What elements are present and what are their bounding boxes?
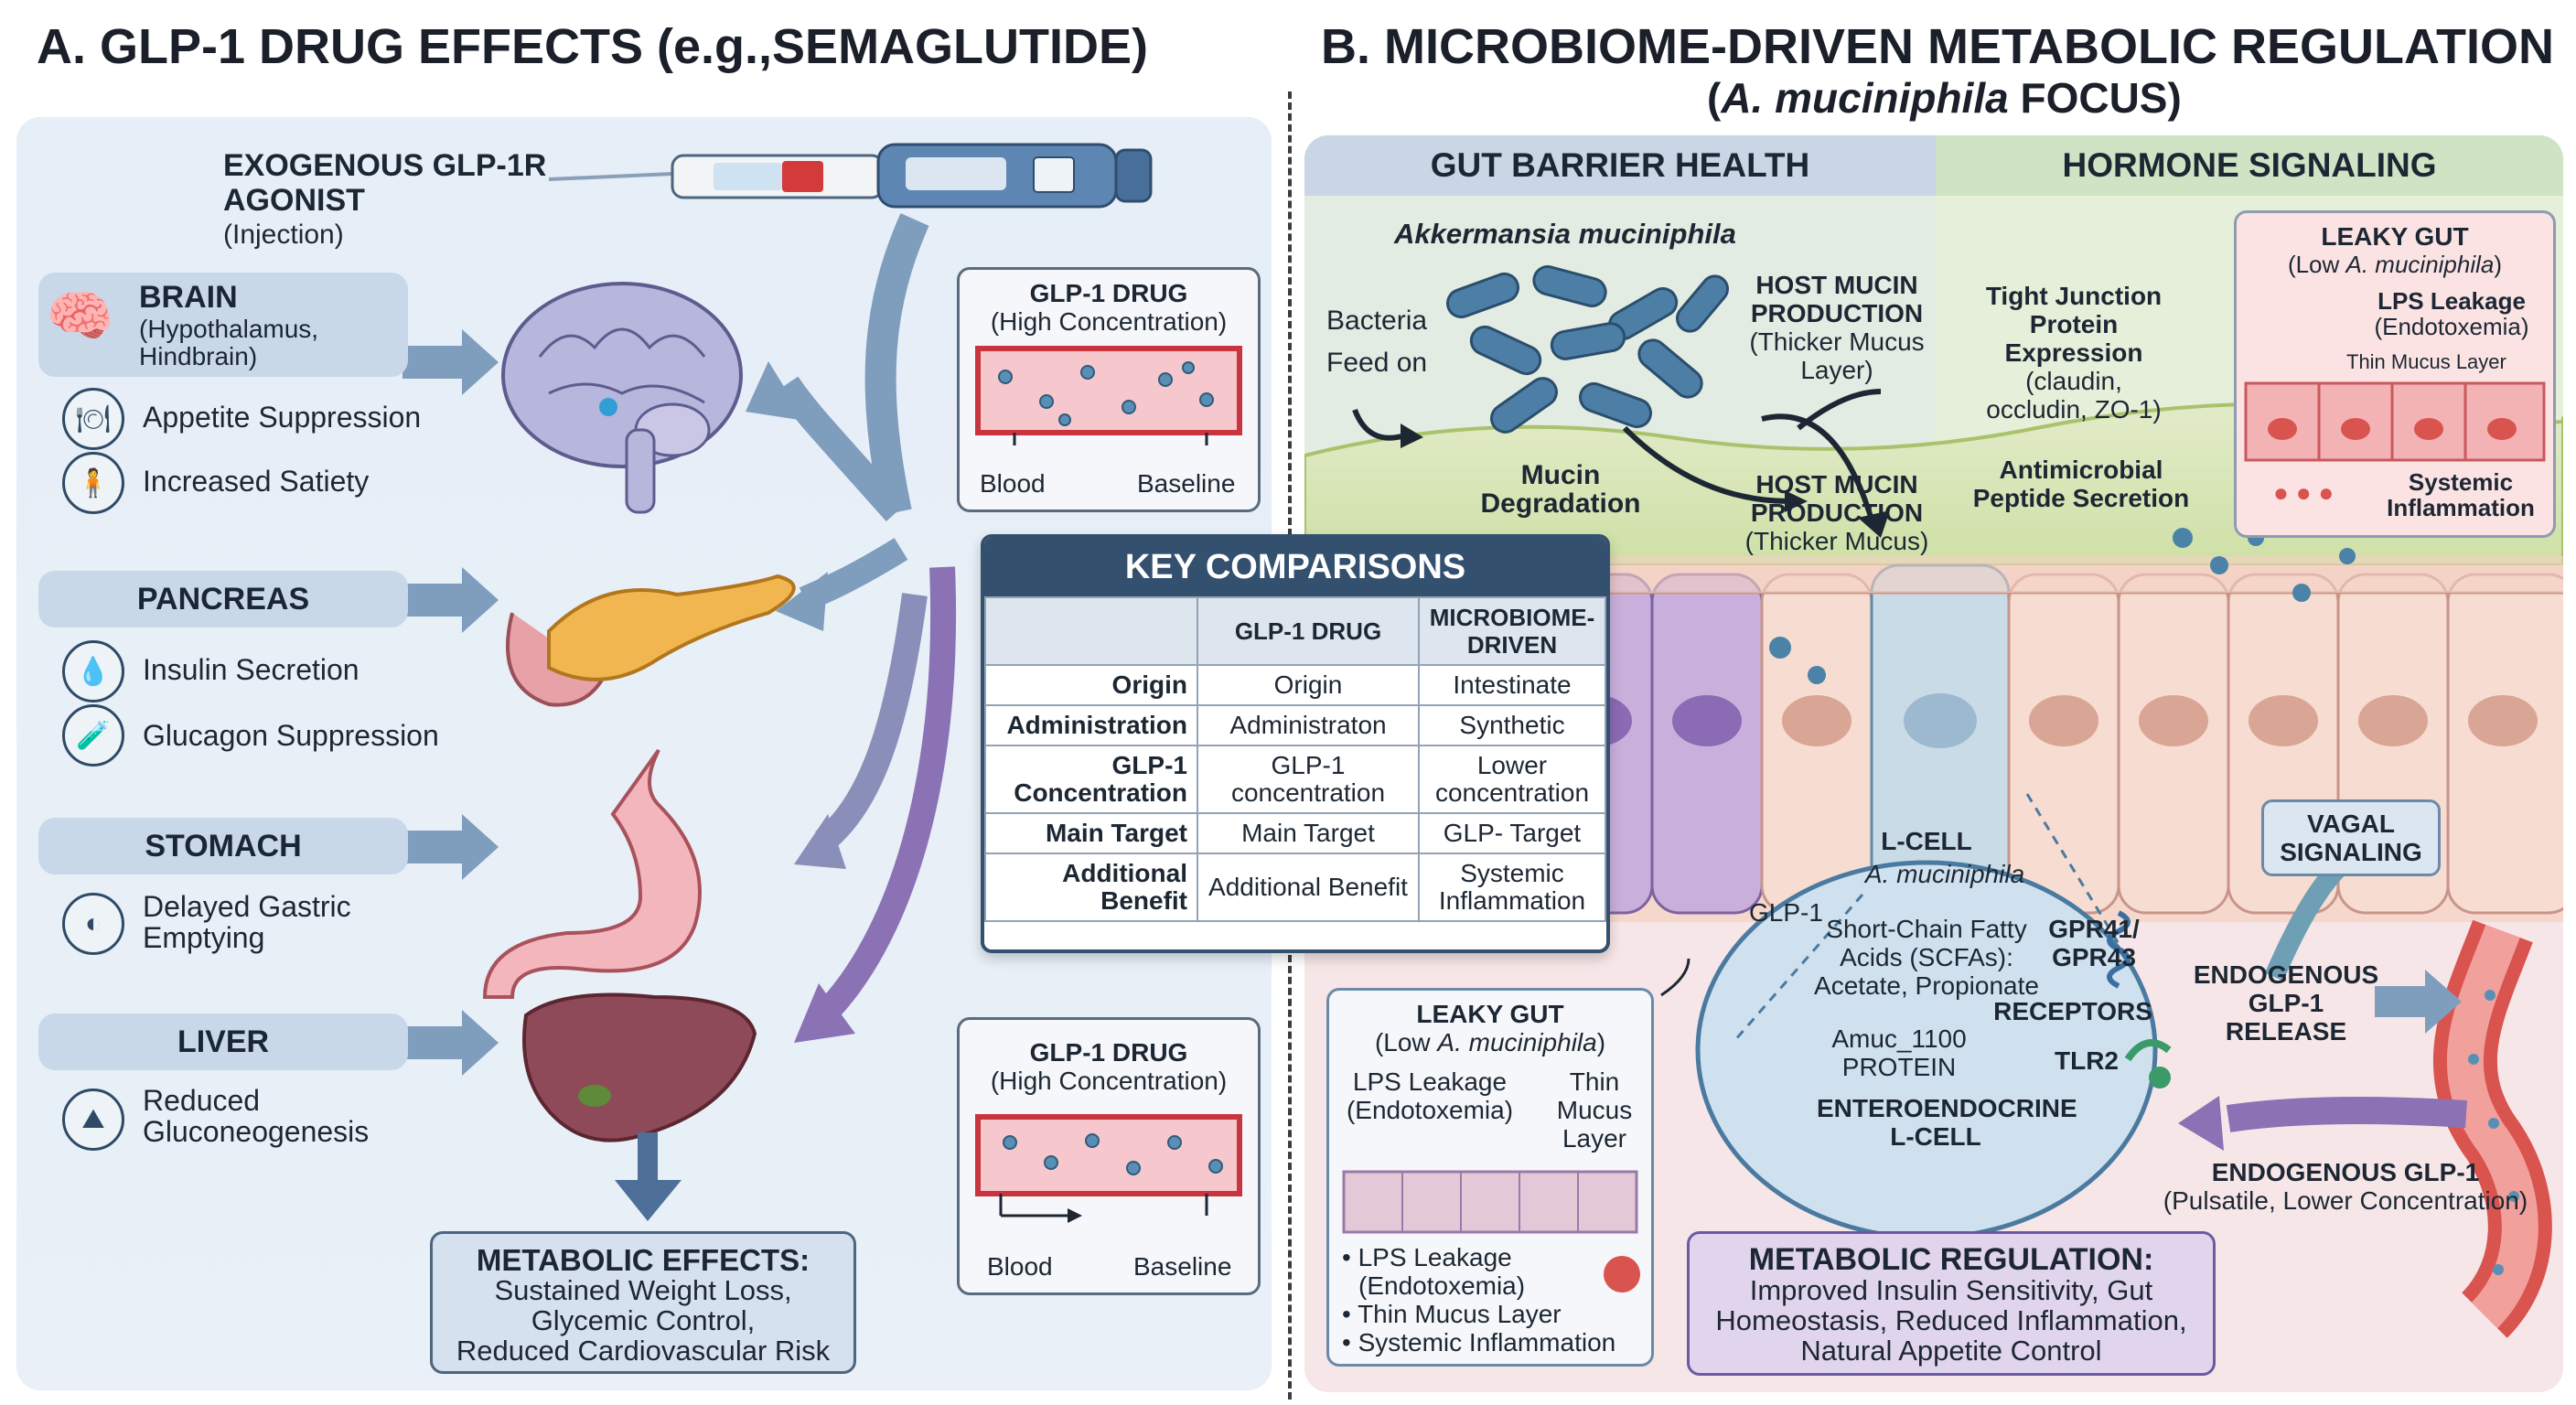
glucagon-vial-icon: 🧪 bbox=[62, 704, 124, 767]
satiety-icon: 🧍 bbox=[62, 452, 124, 514]
panel-b-subtitle: (A. muciniphila FOCUS) bbox=[1707, 74, 2182, 122]
blood-label-bottom: Blood bbox=[987, 1252, 1053, 1281]
lcell-title: L-CELL bbox=[1881, 827, 1972, 855]
panel-b: GUT BARRIER HEALTH HORMONE SIGNALING Akk… bbox=[1304, 135, 2563, 1392]
bacteria-cluster bbox=[1446, 265, 1729, 434]
brain-label-box: BRAIN (Hypothalamus, Hindbrain) bbox=[38, 273, 408, 377]
panel-a-illustration bbox=[402, 143, 1153, 1221]
injection-pen-icon bbox=[548, 143, 1153, 209]
stomach-illustration bbox=[482, 748, 702, 999]
tlr2-label: TLR2 bbox=[2055, 1046, 2119, 1075]
leaky-gut-top-box: LEAKY GUT (Low A. muciniphila) LPS Leaka… bbox=[2234, 210, 2556, 538]
band-gut-barrier: GUT BARRIER HEALTH bbox=[1304, 135, 1936, 196]
key-comparisons-title: KEY COMPARISONS bbox=[984, 538, 1606, 596]
bacteria-label: Bacteria bbox=[1326, 306, 1428, 336]
glucagon-suppression-text: Glucagon Suppression bbox=[143, 719, 439, 752]
panel-b-title: B. MICROBIOME-DRIVEN METABOLIC REGULATIO… bbox=[1321, 19, 2554, 74]
glp1-label: GLP-1 bbox=[1749, 898, 1823, 927]
pancreas-label-box: PANCREAS bbox=[38, 571, 408, 627]
host-mucin-mid-label: HOST MUCIN PRODUCTION (Thicker Mucus) bbox=[1744, 470, 1929, 555]
gluconeogenesis-icon: ⛰ bbox=[62, 1089, 124, 1151]
stomach-label-box: STOMACH bbox=[38, 818, 408, 874]
glp1-drug-box-top: GLP-1 DRUG (High Concentration) Blood Ba… bbox=[957, 267, 1261, 512]
liver-label-box: LIVER bbox=[38, 1014, 408, 1070]
pancreas-illustration bbox=[506, 574, 796, 707]
appetite-suppression-text: Appetite Suppression bbox=[143, 401, 422, 434]
stomach-icon: ◐ bbox=[62, 893, 124, 955]
leaky-gut-bottom-box: LEAKY GUT (Low A. muciniphila) LPS Leaka… bbox=[1326, 988, 1654, 1367]
host-mucin-top-label: HOST MUCIN PRODUCTION (Thicker Mucus Lay… bbox=[1749, 271, 1925, 384]
increased-satiety-text: Increased Satiety bbox=[143, 465, 370, 498]
lcell-species: A. muciniphila bbox=[1864, 860, 2025, 888]
baseline-label-top: Baseline bbox=[1137, 469, 1236, 498]
insulin-drop-icon: 💧 bbox=[62, 640, 124, 702]
brain-illustration bbox=[501, 282, 743, 514]
receptors-label: RECEPTORS bbox=[1993, 997, 2152, 1025]
blood-label-top: Blood bbox=[980, 469, 1046, 498]
key-comparisons-table: KEY COMPARISONS GLP-1 DRUG MICROBIOME-DR… bbox=[981, 534, 1610, 953]
appetite-icon: 🍽 bbox=[62, 388, 124, 450]
gpr-label: GPR41/GPR43 bbox=[2048, 915, 2140, 971]
akkermansia-label: Akkermansia muciniphila bbox=[1394, 218, 1736, 250]
blood-vessel-bottom bbox=[975, 1114, 1242, 1223]
tight-junction-label: Tight Junction Protein Expression (claud… bbox=[1985, 282, 2163, 424]
panel-a-title: A. GLP-1 DRUG EFFECTS (e.g.,SEMAGLUTIDE) bbox=[37, 19, 1149, 74]
liver-illustration bbox=[522, 992, 757, 1142]
inflammation-icon bbox=[1604, 1256, 1640, 1292]
agonist-label: EXOGENOUS GLP-1R AGONIST (Injection) bbox=[223, 148, 547, 250]
feed-on-label: Feed on bbox=[1326, 348, 1428, 378]
metabolic-effects-box: METABOLIC EFFECTS: Sustained Weight Loss… bbox=[430, 1231, 856, 1374]
table-header-row: GLP-1 DRUG MICROBIOME-DRIVEN bbox=[984, 596, 1606, 666]
band-hormone-signaling: HORMONE SIGNALING bbox=[1936, 135, 2563, 196]
endogenous-glp1-label: ENDOGENOUS GLP-1(Pulsatile, Lower Concen… bbox=[2163, 1158, 2528, 1215]
blood-vessel-high-concentration bbox=[975, 346, 1242, 445]
leaky-bottom-bullets: • LPS Leakage (Endotoxemia) • Thin Mucus… bbox=[1342, 1243, 1616, 1357]
glp1-drug-box-bottom: GLP-1 DRUG (High Concentration) Blood Ba… bbox=[957, 1017, 1261, 1295]
metabolic-regulation-box: METABOLIC REGULATION: Improved Insulin S… bbox=[1687, 1231, 2216, 1376]
brain-icon: 🧠 bbox=[46, 285, 114, 347]
baseline-label-bottom: Baseline bbox=[1133, 1252, 1232, 1281]
insulin-secretion-text: Insulin Secretion bbox=[143, 653, 360, 686]
